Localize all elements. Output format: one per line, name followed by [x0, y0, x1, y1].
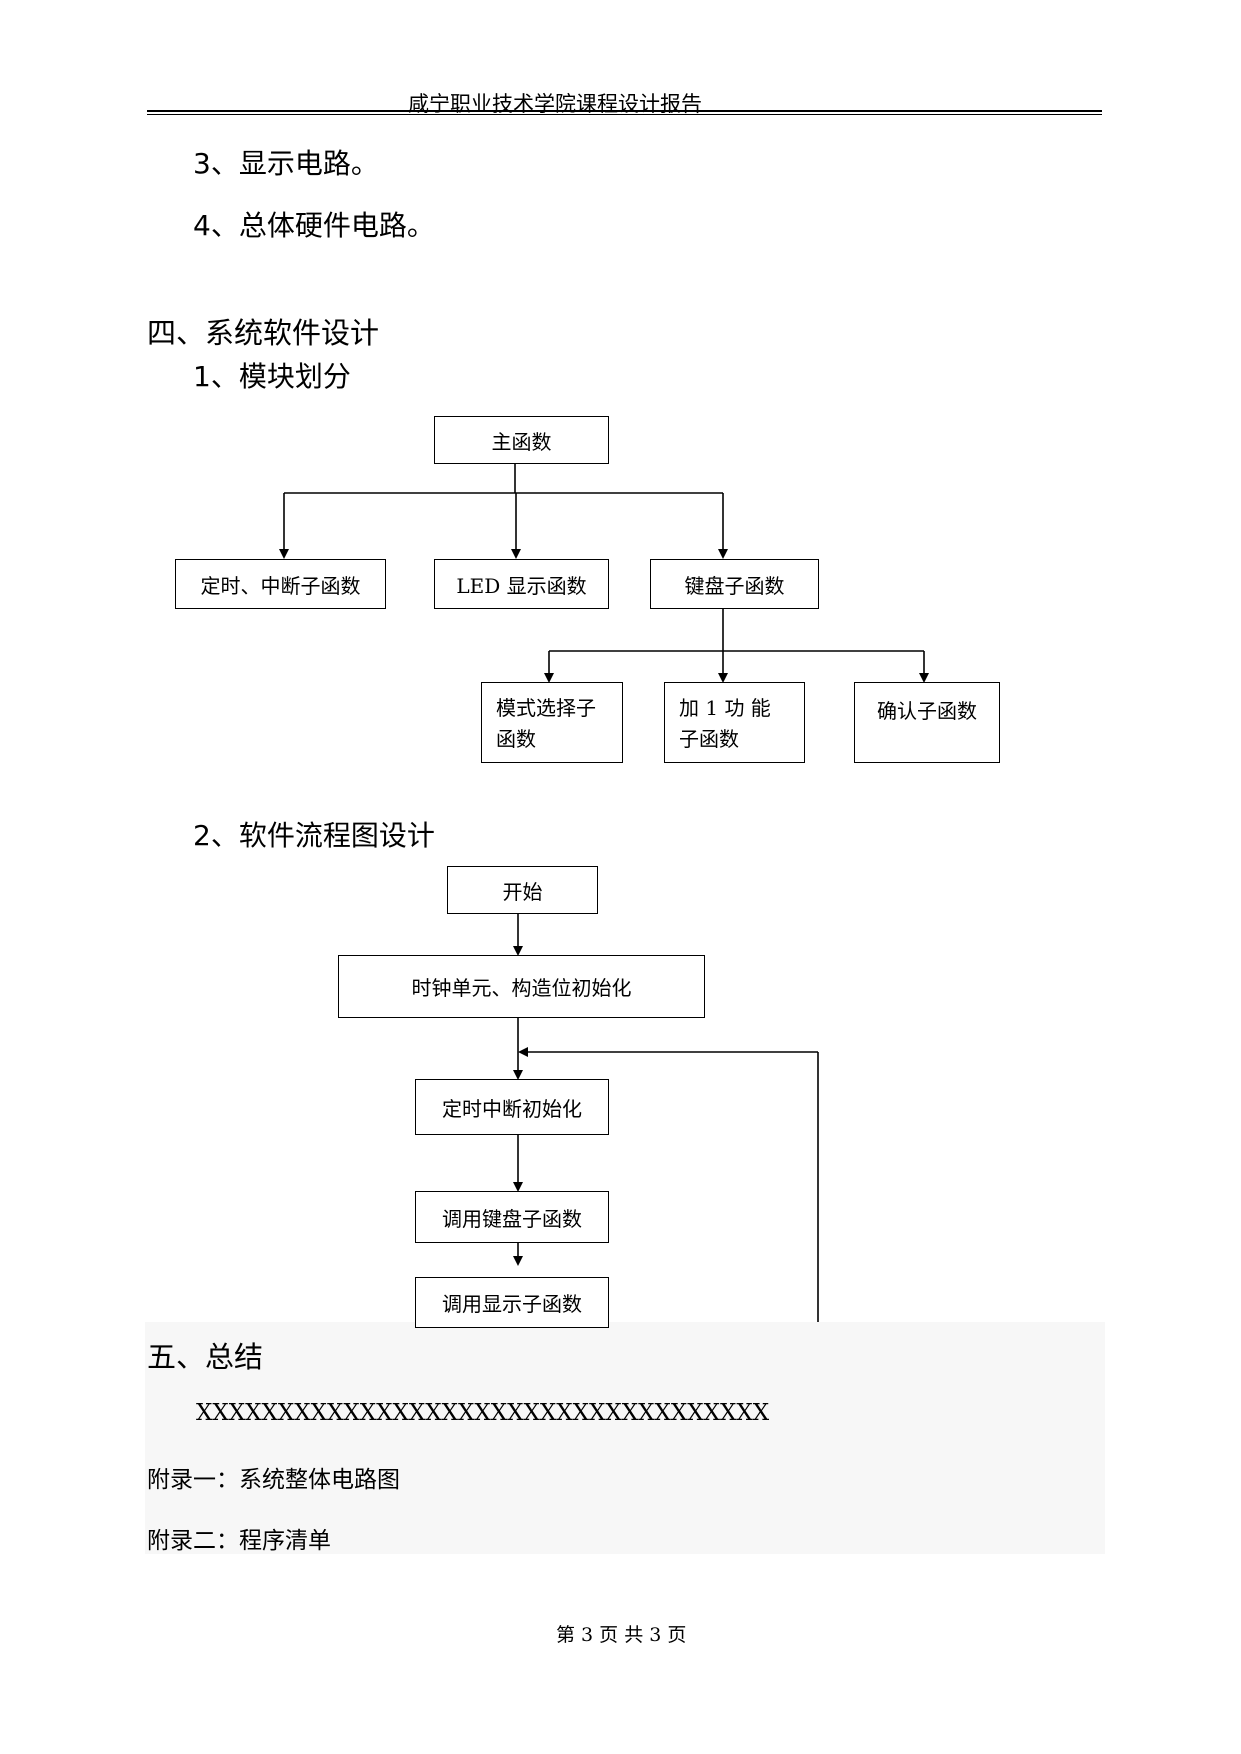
flowchart-init-clock: 时钟单元、构造位初始化 — [338, 955, 705, 1018]
subheading-flowchart-design: 2、软件流程图设计 — [193, 819, 435, 852]
module-box-timer-interrupt: 定时、中断子函数 — [175, 559, 386, 609]
header-rule-thin — [147, 114, 1102, 115]
page-header-title: 咸宁职业技术学院课程设计报告 — [408, 92, 702, 116]
flowchart-start: 开始 — [447, 866, 598, 914]
list-item-hardware-circuit: 4、总体硬件电路。 — [193, 209, 435, 242]
module-box-confirm: 确认子函数 — [854, 682, 1000, 763]
page-footer-number: 第 3 页 共 3 页 — [556, 1624, 687, 1646]
appendix-circuit-diagram: 附录一：系统整体电路图 — [147, 1467, 400, 1493]
module-box-main: 主函数 — [434, 416, 609, 464]
section-heading-software-design: 四、系统软件设计 — [147, 316, 380, 350]
flowchart-call-display: 调用显示子函数 — [415, 1277, 609, 1328]
summary-text: XXXXXXXXXXXXXXXXXXXXXXXXXXXXXXXXXXX — [196, 1400, 770, 1426]
section-heading-summary: 五、总结 — [147, 1340, 264, 1374]
header-rule — [147, 110, 1102, 112]
module-box-add-one: 加 1 功 能子函数 — [664, 682, 805, 763]
summary-shaded-area — [145, 1322, 1105, 1554]
flowchart-call-keyboard: 调用键盘子函数 — [415, 1191, 609, 1243]
module-box-led-display: LED 显示函数 — [434, 559, 609, 609]
flowchart-timer-init: 定时中断初始化 — [415, 1079, 609, 1135]
subheading-module-division: 1、模块划分 — [193, 360, 351, 393]
appendix-program-listing: 附录二：程序清单 — [147, 1528, 331, 1554]
module-box-keyboard: 键盘子函数 — [650, 559, 819, 609]
list-item-display-circuit: 3、显示电路。 — [193, 147, 379, 180]
module-box-mode-select: 模式选择子函数 — [481, 682, 623, 763]
